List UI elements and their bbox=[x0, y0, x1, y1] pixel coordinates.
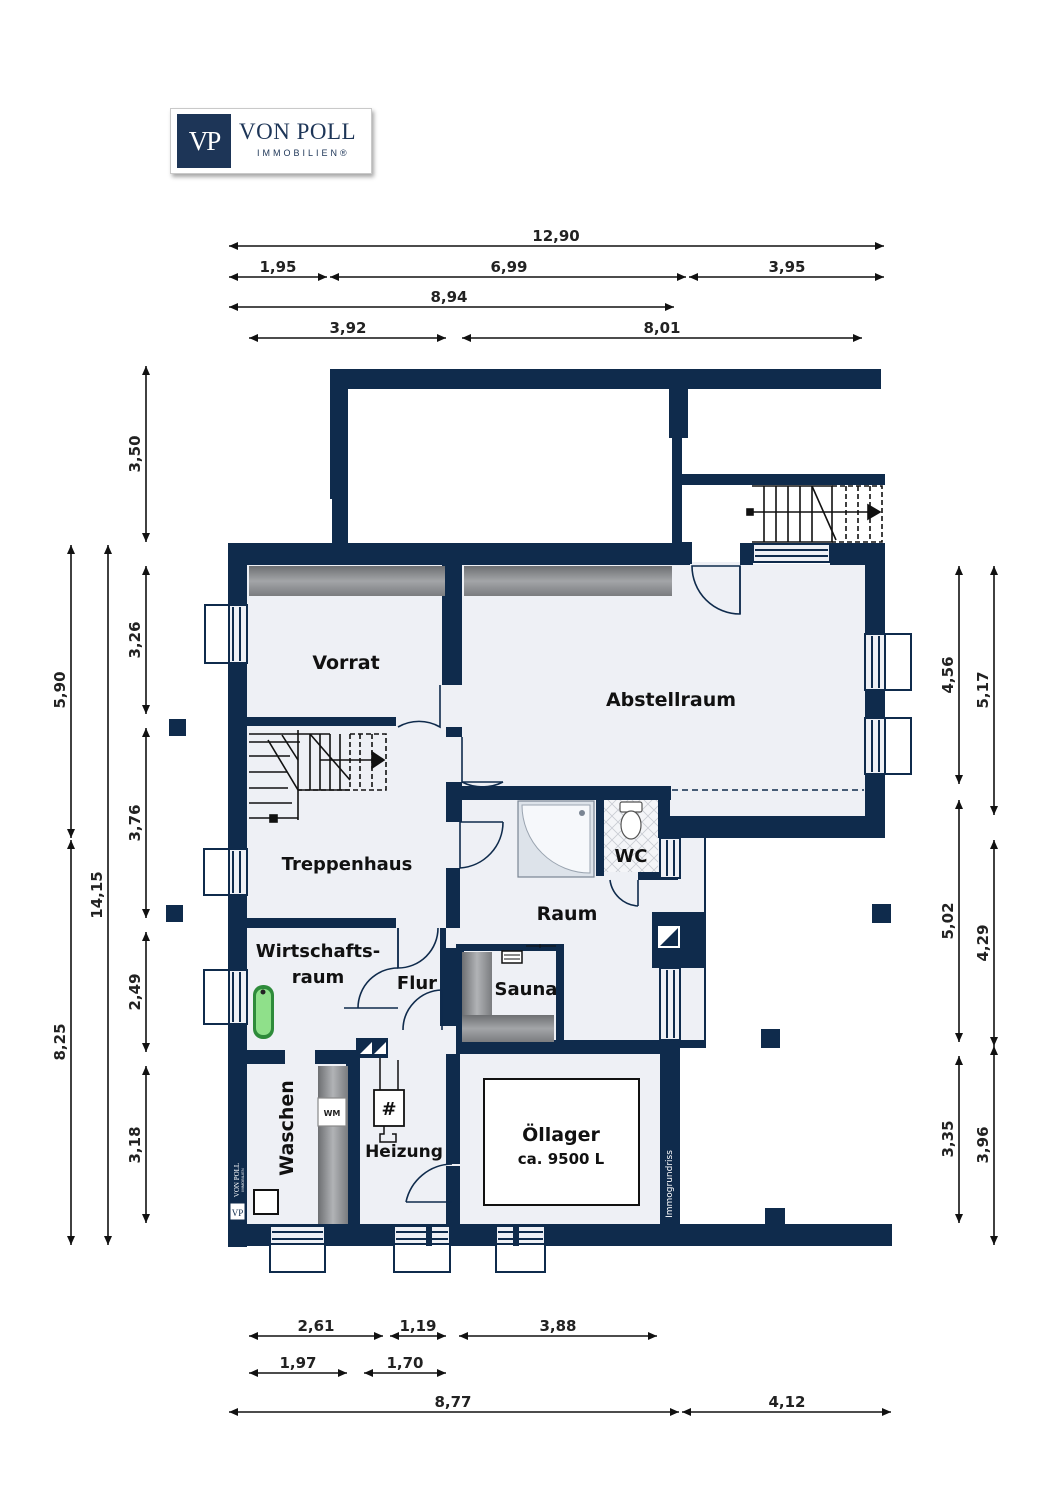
dim-label: 2,49 bbox=[126, 973, 144, 1010]
sauna-heater-icon bbox=[501, 944, 556, 964]
dim-label: 4,12 bbox=[768, 1393, 805, 1411]
logo-monogram: VP bbox=[177, 114, 231, 168]
dim-label: 5,02 bbox=[939, 902, 957, 939]
dim-label: 4,29 bbox=[974, 924, 992, 961]
room-label-oellager-capacity: ca. 9500 L bbox=[518, 1150, 605, 1168]
small-brand-monogram: VP bbox=[232, 1208, 244, 1218]
pillars bbox=[166, 719, 891, 1048]
dimension-labels: 12,90 1,95 6,99 3,95 8,94 3,92 8,01 3,50… bbox=[51, 227, 992, 1411]
bathtub-icon bbox=[253, 985, 274, 1039]
room-label-sauna: Sauna bbox=[495, 979, 558, 1000]
dim-label: 6,99 bbox=[490, 258, 527, 276]
room-label-wc: WC bbox=[614, 846, 647, 867]
room-label-treppenhaus: Treppenhaus bbox=[282, 854, 413, 875]
dim-label: 8,94 bbox=[430, 288, 467, 306]
immogrundriss-credit: Immogrundriss bbox=[665, 1150, 675, 1218]
room-label-wirtschaftsraum: Wirtschafts- bbox=[256, 941, 380, 962]
dim-label: 2,61 bbox=[297, 1317, 334, 1335]
dim-label: 3,88 bbox=[539, 1317, 576, 1335]
dim-label: 3,35 bbox=[939, 1120, 957, 1157]
room-label-wirtschaftsraum-line2: raum bbox=[292, 967, 345, 988]
dim-label: 1,95 bbox=[259, 258, 296, 276]
toilet-icon bbox=[619, 801, 643, 840]
dim-label: 3,50 bbox=[126, 435, 144, 472]
room-label-vorrat: Vorrat bbox=[312, 652, 379, 674]
sink-icon bbox=[253, 1189, 279, 1215]
small-brand-mark: VP VON POLL IMMOBILIEN bbox=[229, 1163, 246, 1221]
boiler-icon: # bbox=[373, 1058, 405, 1143]
staircase-exterior bbox=[746, 485, 883, 543]
oil-tank-icon bbox=[483, 1078, 640, 1206]
dim-label: 8,25 bbox=[51, 1023, 69, 1060]
dim-label: 8,77 bbox=[434, 1393, 471, 1411]
dim-label: 5,90 bbox=[51, 671, 69, 708]
doors bbox=[344, 565, 741, 1203]
dim-label: 3,18 bbox=[126, 1126, 144, 1163]
staircase-interior bbox=[249, 730, 387, 823]
shelving bbox=[249, 566, 672, 1224]
small-brand-name: VON POLL bbox=[233, 1163, 241, 1197]
dim-label: 1,97 bbox=[279, 1354, 316, 1372]
boiler-label: # bbox=[381, 1099, 396, 1120]
logo-subtitle: IMMOBILIEN® bbox=[257, 148, 350, 158]
room-label-oellager: Öllager bbox=[522, 1122, 600, 1146]
dim-label: 8,01 bbox=[643, 319, 680, 337]
von-poll-logo: VP VON POLL IMMOBILIEN® bbox=[170, 108, 372, 174]
dim-label: 3,92 bbox=[329, 319, 366, 337]
chimney-icon bbox=[356, 926, 680, 1058]
dim-label: 5,17 bbox=[974, 671, 992, 708]
shower-icon bbox=[517, 800, 595, 878]
room-label-flur: Flur bbox=[397, 973, 437, 994]
room-label-raum: Raum bbox=[537, 903, 598, 925]
washing-machine-icon: WM bbox=[317, 1097, 347, 1127]
logo-name: VON POLL bbox=[239, 119, 357, 144]
dim-label: 1,70 bbox=[386, 1354, 423, 1372]
dim-label: 3,76 bbox=[126, 804, 144, 841]
dim-label-top-total: 12,90 bbox=[532, 227, 579, 245]
dim-label: 14,15 bbox=[88, 871, 106, 918]
room-labels: Vorrat Abstellraum Treppenhaus WC Raum W… bbox=[256, 652, 736, 1176]
room-label-waschen: Waschen bbox=[276, 1080, 298, 1176]
dimension-lines bbox=[67, 242, 998, 1416]
dim-label: 3,95 bbox=[768, 258, 805, 276]
room-label-abstellraum: Abstellraum bbox=[606, 689, 736, 711]
window-mullions bbox=[426, 1226, 519, 1246]
washing-machine-label: WM bbox=[324, 1109, 341, 1118]
dim-label: 1,19 bbox=[399, 1317, 436, 1335]
dim-label: 3,26 bbox=[126, 621, 144, 658]
windows bbox=[203, 543, 912, 1273]
dim-label: 3,96 bbox=[974, 1126, 992, 1163]
dim-label: 4,56 bbox=[939, 656, 957, 693]
room-label-heizung: Heizung bbox=[365, 1142, 443, 1162]
small-brand-sub: IMMOBILIEN bbox=[240, 1168, 245, 1192]
